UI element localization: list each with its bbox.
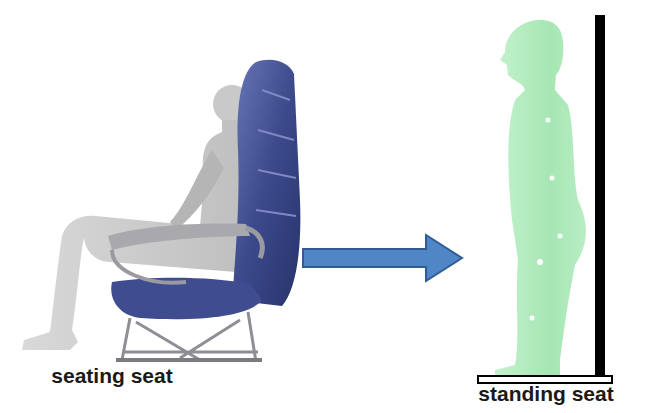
illustration-panel: standing seat [462, 0, 656, 413]
support-base [478, 376, 612, 383]
panel-caption: standing seat [438, 382, 654, 406]
support-pole [595, 15, 605, 377]
seated-person [22, 85, 263, 350]
standing-person [495, 20, 586, 377]
illustration-panel: seating seat [0, 0, 303, 400]
passenger-seat [108, 60, 300, 362]
block-arrow [303, 235, 462, 281]
panel-caption: seating seat [12, 364, 212, 388]
